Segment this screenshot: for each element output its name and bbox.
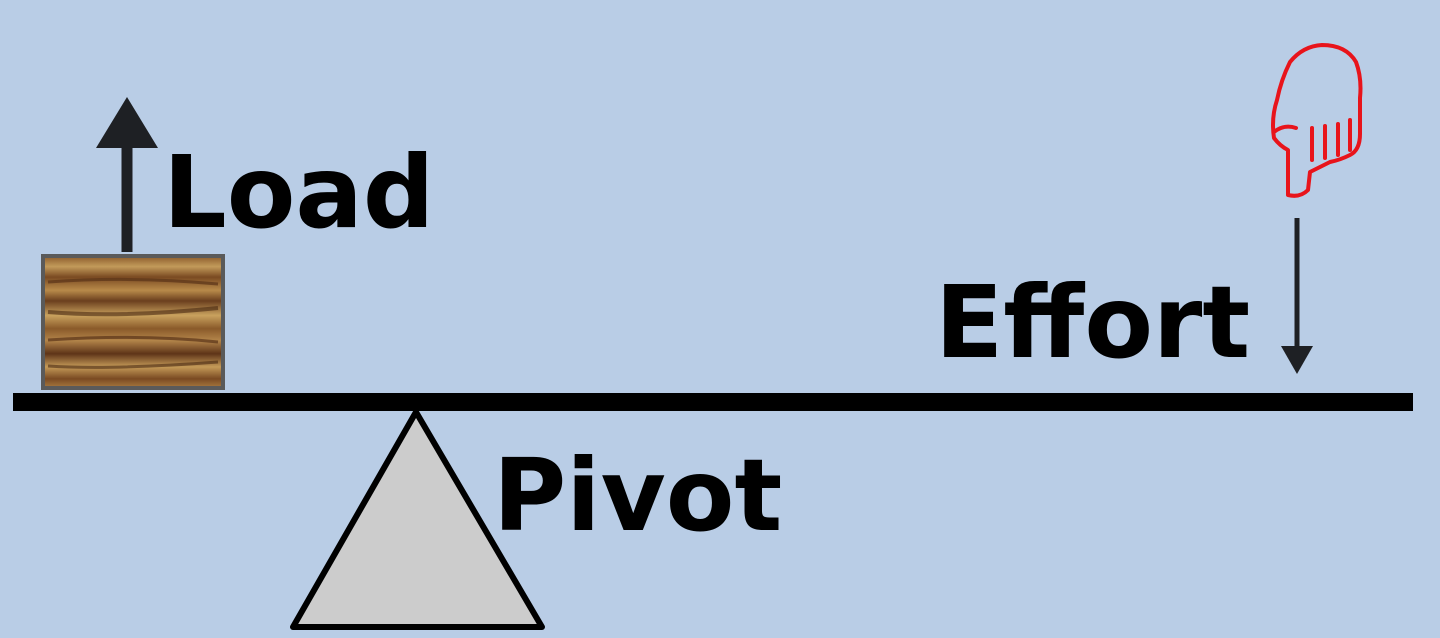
pointing-hand-down-icon (1271, 43, 1363, 198)
load-label: Load (163, 134, 434, 251)
load-arrow-up-icon (96, 97, 158, 252)
pivot-label: Pivot (493, 437, 782, 554)
effort-arrow-down-icon (1281, 218, 1313, 374)
pivot-fulcrum (290, 409, 545, 630)
load-box (41, 254, 225, 390)
lever-beam (13, 393, 1413, 411)
effort-label: Effort (935, 264, 1250, 381)
